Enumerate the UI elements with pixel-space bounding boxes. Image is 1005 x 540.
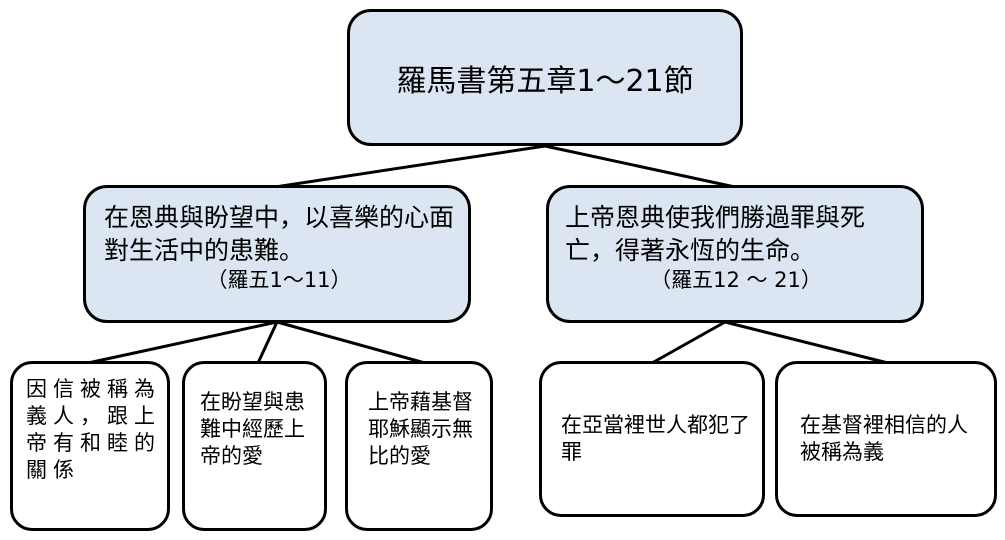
branch-2-title: 上帝恩典使我們勝過罪與死亡，得著永恆的生命。: [565, 203, 866, 265]
leaf-node-2-2: 在基督裡相信的人被稱為義: [775, 361, 997, 517]
leaf-node-2-1: 在亞當裡世人都犯了罪: [539, 361, 765, 517]
root-node: 羅馬書第五章1～21節: [347, 9, 743, 146]
leaf-node-1-3: 上帝藉基督耶穌顯示無比的愛: [345, 361, 493, 531]
root-title: 羅馬書第五章1～21節: [396, 63, 694, 99]
connector-left-leaf2: [256, 321, 279, 364]
leaf-2-1-text: 在亞當裡世人都犯了罪: [561, 413, 750, 464]
branch-1-reference: （羅五1～11）: [206, 268, 352, 292]
leaf-node-1-1: 因信被稱為義人，跟上帝有和睦的關係: [10, 361, 170, 531]
connector-root-left: [274, 144, 546, 189]
branch-1-title: 在恩典與盼望中，以喜樂的心面對生活中的患難。: [104, 203, 455, 265]
connector-left-leaf3: [276, 320, 426, 365]
branch-2-reference: （羅五12 ～ 21）: [650, 268, 822, 292]
connector-right-leaf2: [724, 320, 889, 365]
leaf-2-2-text: 在基督裡相信的人被稱為義: [800, 413, 968, 464]
leaf-1-2-text: 在盼望與患難中經歷上帝的愛: [200, 390, 305, 468]
connector-root-right: [544, 144, 736, 189]
leaf-1-1-text: 因信被稱為義人，跟上帝有和睦的關係: [26, 377, 161, 482]
leaf-node-1-2: 在盼望與患難中經歷上帝的愛: [182, 361, 327, 531]
leaf-1-3-text: 上帝藉基督耶穌顯示無比的愛: [368, 390, 473, 468]
connector-right-leaf1: [651, 320, 726, 365]
branch-node-1: 在恩典與盼望中，以喜樂的心面對生活中的患難。 （羅五1～11）: [83, 185, 471, 323]
connector-left-leaf1: [87, 320, 278, 365]
branch-node-2: 上帝恩典使我們勝過罪與死亡，得著永恆的生命。 （羅五12 ～ 21）: [546, 185, 924, 323]
